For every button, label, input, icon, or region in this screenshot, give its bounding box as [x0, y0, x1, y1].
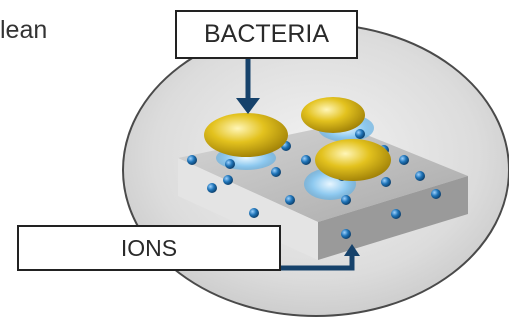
ion: [391, 209, 401, 219]
bacteria-label: BACTERIA: [204, 20, 329, 49]
bacterium: [315, 139, 391, 181]
bacterium: [301, 97, 365, 133]
ions-label-box: IONS: [17, 225, 281, 271]
ion: [341, 229, 351, 239]
ion: [399, 155, 409, 165]
ion: [225, 159, 235, 169]
ion: [381, 177, 391, 187]
ion: [415, 171, 425, 181]
ion: [207, 183, 217, 193]
ions-label: IONS: [121, 235, 177, 262]
ion: [249, 208, 259, 218]
bacteria-label-box: BACTERIA: [175, 10, 358, 59]
ion: [355, 129, 365, 139]
ion: [301, 155, 311, 165]
ion: [285, 195, 295, 205]
ion: [431, 189, 441, 199]
bacterium: [204, 113, 288, 157]
ion: [341, 195, 351, 205]
ion: [271, 167, 281, 177]
ion: [223, 175, 233, 185]
ion: [187, 155, 197, 165]
